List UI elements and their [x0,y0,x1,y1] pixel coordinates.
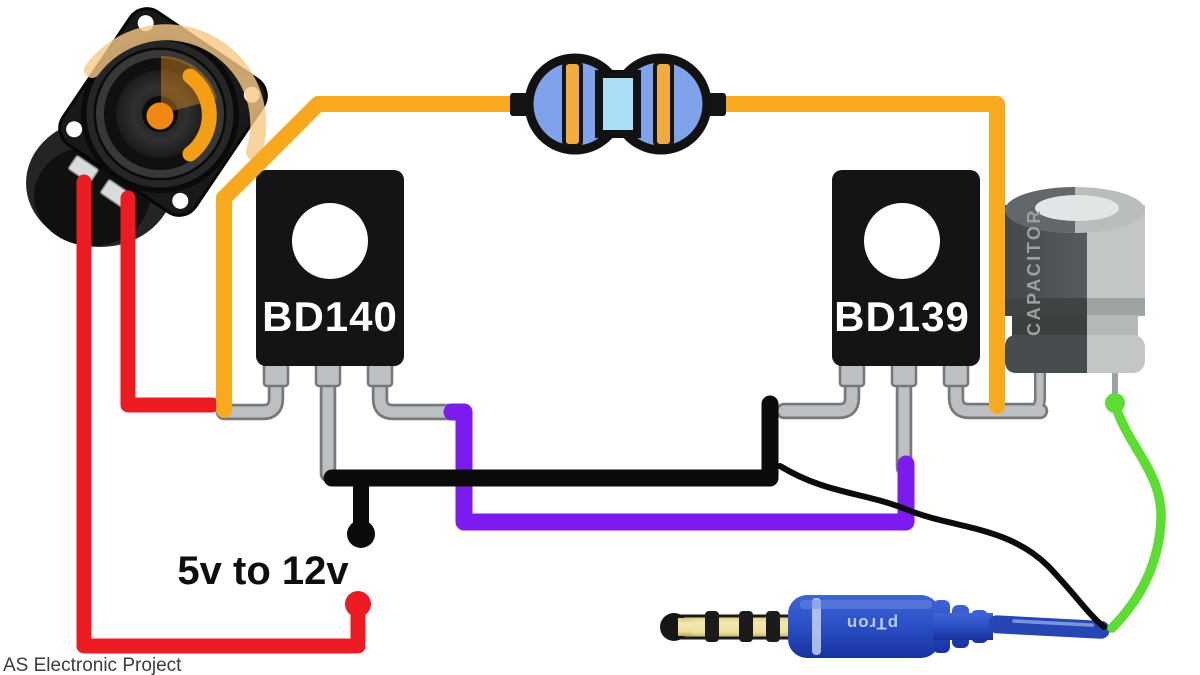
speaker [26,7,268,247]
transistor-bd139: BD139 [832,170,980,366]
transistor-bd140: BD140 [256,170,404,366]
bd140-mount-hole [292,203,368,279]
resistor-band-right [653,60,674,148]
green-terminal [1105,393,1125,413]
resistor [510,53,726,155]
speaker-ring [86,40,234,188]
black-wire-main [323,395,779,487]
sound-wave-outer-arc [84,24,267,160]
resistor-waist [595,70,641,138]
bd139-mount-hole [864,203,940,279]
capacitor-shadow-band [1087,298,1145,316]
transistor-leads [215,356,1118,483]
signal-wire-ground [777,463,1107,630]
signal-wire-green [1107,399,1166,633]
jack-body-stripe [812,598,821,655]
sound-wave-inner-arc [182,68,217,162]
jack-body-highlight [800,600,932,609]
credit-label: AS Electronic Project [3,655,182,675]
jack-brand-label: pTron [846,614,898,633]
orange-wire-left [216,96,520,418]
jack-cable-highlight [1012,619,1095,627]
capacitor: CAPACITOR [1005,187,1145,373]
red-wire-short [120,190,220,413]
power-positive-terminal [345,591,371,617]
jack-ring [739,611,753,642]
jack-ring [705,611,719,642]
speaker-mount-hole [172,192,189,209]
jack-ring [766,611,780,642]
bd140-emitter-lead [218,364,282,418]
power-negative-terminal [347,520,375,548]
capacitor-lead-left [1004,358,1044,415]
audio-jack: pTron [660,595,1110,658]
speaker-mount-hole [66,121,83,138]
black-wires [323,395,779,530]
power-label: 5v to 12v [177,549,349,593]
bd140-label: BD140 [262,293,398,340]
orange-wire-right [716,96,1005,414]
bd139-lead-right [950,364,1046,417]
red-wires [76,174,366,654]
jack-body [788,595,940,658]
bd139-lead-left [778,364,858,417]
sound-wave-dot [146,102,174,130]
red-wire-long [76,174,366,654]
purple-wire [443,403,915,531]
orange-wires [216,96,1005,418]
speaker-terminal [68,155,99,184]
resistor-band-left [562,60,583,148]
bd139-label: BD139 [834,293,970,340]
bd140-base-lead [374,364,462,418]
capacitor-label: CAPACITOR [1024,208,1044,336]
capacitor-top-vent [1035,195,1119,221]
